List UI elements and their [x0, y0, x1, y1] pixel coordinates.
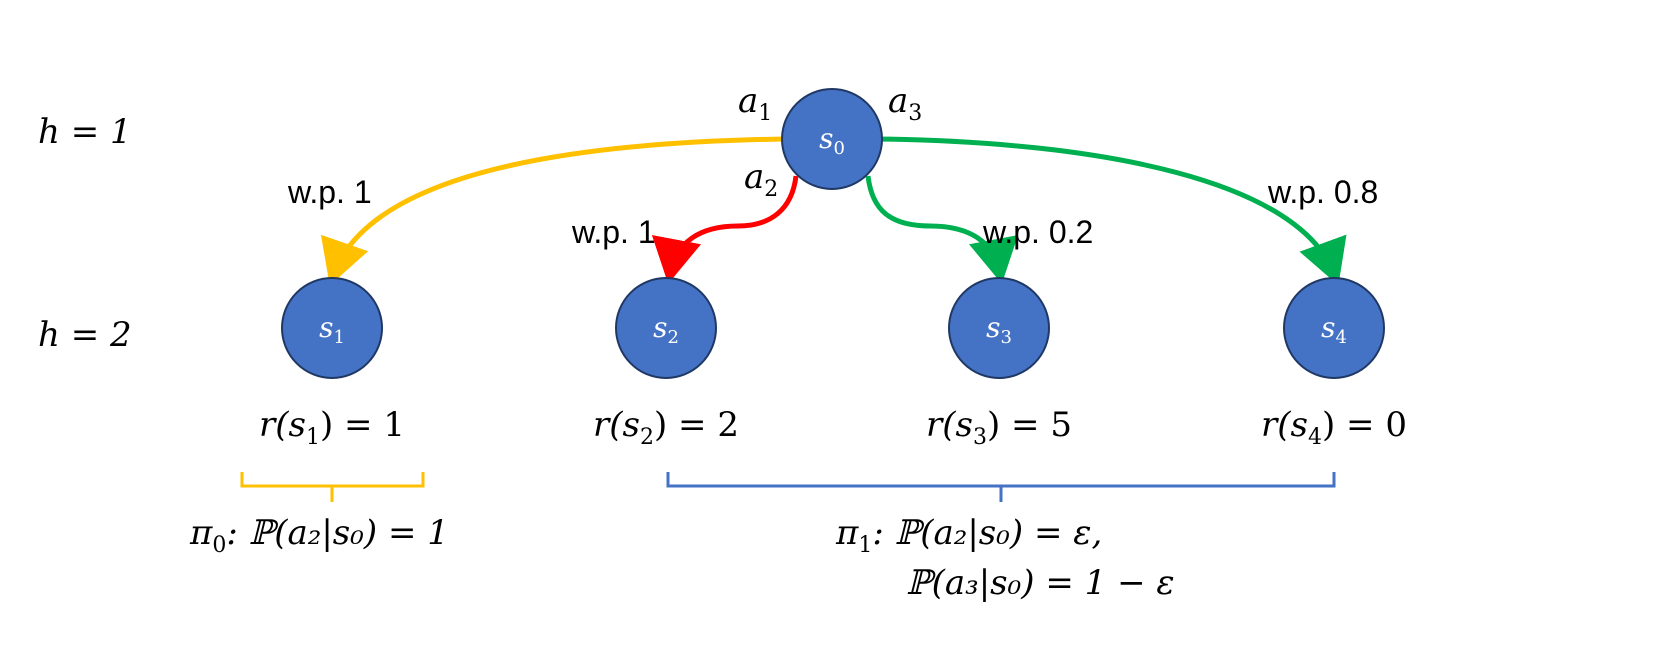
node-s0: s0 [781, 88, 883, 190]
action-label-a3: a3 [888, 81, 922, 126]
node-s0-sub: 0 [833, 138, 844, 159]
action-label-a1: a1 [738, 81, 772, 126]
svg-text:s2: s2 [653, 311, 679, 348]
edge-label-a1-s1: w.p. 1 [287, 174, 372, 210]
node-s3: s3 [948, 277, 1050, 379]
reward-s3: r(s3) = 5 [926, 405, 1072, 450]
action-label-a2: a2 [744, 157, 778, 202]
svg-text:s1: s1 [319, 311, 345, 348]
policy-pi1-line1: : ℙ(a₂|s₀) = ε, [872, 513, 1102, 553]
policy-pi0-expression: : ℙ(a₂|s₀) = 1 [226, 513, 449, 553]
arrow-a3-to-s3 [865, 175, 1019, 284]
arrow-a2-to-s2 [651, 175, 799, 284]
node-s4-sub: 4 [1335, 327, 1346, 348]
node-s0-name: s [819, 122, 833, 155]
node-s1: s1 [281, 277, 383, 379]
policy-pi1-line2: ℙ(a₃|s₀) = 1 − ε [906, 563, 1175, 603]
svg-text:s0: s0 [819, 122, 845, 159]
edge-label-a3-s3: w.p. 0.2 [982, 214, 1093, 250]
arrow-a3-to-s4 [879, 136, 1347, 286]
node-s1-sub: 1 [333, 327, 344, 348]
node-s3-sub: 3 [1000, 327, 1011, 348]
reward-s1: r(s1) = 1 [259, 405, 405, 450]
level-label-h2: h = 2 [38, 315, 132, 355]
policy-pi0: π0: ℙ(a₂|s₀) = 1 [189, 513, 449, 558]
svg-text:s3: s3 [986, 311, 1012, 348]
node-s2-sub: 2 [667, 327, 678, 348]
node-s3-name: s [986, 311, 1000, 344]
reward-s4: r(s4) = 0 [1261, 405, 1407, 450]
node-s2: s2 [615, 277, 717, 379]
policy-pi1: π1: ℙ(a₂|s₀) = ε, [835, 513, 1102, 558]
edge-label-a2-s2: w.p. 1 [571, 214, 656, 250]
brace-pi1 [666, 472, 1336, 502]
edge-label-a3-s4: w.p. 0.8 [1267, 174, 1378, 210]
arrow-a1-to-s1 [321, 136, 786, 286]
node-s4-name: s [1321, 311, 1335, 344]
level-label-h1: h = 1 [38, 112, 132, 152]
node-s2-name: s [653, 311, 667, 344]
node-s1-name: s [319, 311, 333, 344]
node-s4: s4 [1283, 277, 1385, 379]
brace-pi0 [240, 472, 425, 502]
svg-text:s4: s4 [1321, 311, 1347, 348]
reward-s2: r(s2) = 2 [593, 405, 739, 450]
